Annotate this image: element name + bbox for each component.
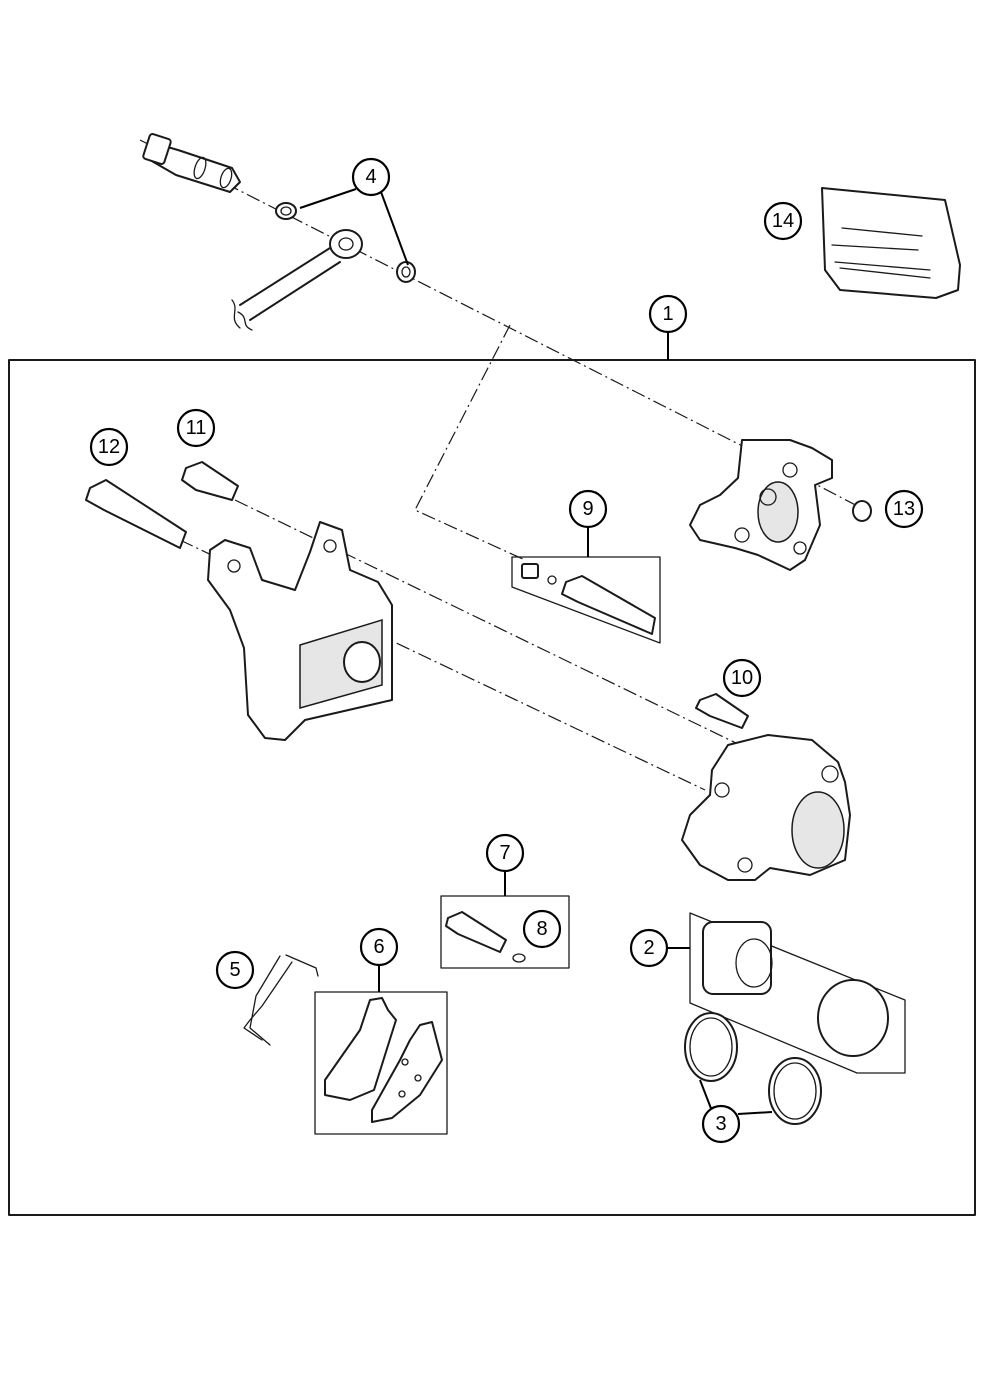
caliper-bracket [207,521,393,741]
callout-7: 7 [485,833,525,873]
callout-4: 4 [351,157,391,197]
pin-kit [511,556,661,644]
callout-11: 11 [176,408,216,448]
bracket-bolts [85,461,239,549]
caliper-half-upper [689,439,833,571]
callout-7-number: 7 [499,842,510,864]
pad-spring [243,954,319,1046]
callout-3: 3 [701,1104,741,1144]
label-sticker [821,187,961,299]
callout-11-number: 11 [186,417,207,439]
callout-6-number: 6 [373,936,384,958]
callout-6: 6 [359,927,399,967]
callout-12-number: 12 [98,436,120,458]
o-ring-washers [275,202,416,283]
callout-8: 8 [522,909,562,949]
caliper-main [681,734,851,881]
callout-13-number: 13 [893,498,915,520]
assembly-frame [8,359,976,1216]
callout-4-number: 4 [365,166,376,188]
callout-2: 2 [629,928,669,968]
callout-14-number: 14 [772,210,794,232]
callout-1-number: 1 [662,303,673,325]
callout-14: 14 [763,201,803,241]
caliper-o-ring [852,500,872,522]
callout-10: 10 [722,658,762,698]
brake-pads [314,991,448,1135]
piston-seals [684,1012,822,1125]
callout-10-number: 10 [731,667,753,689]
callout-9: 9 [568,489,608,529]
brake-hose-assembly [142,133,363,331]
bleeder-bolt [695,693,749,729]
callout-8-number: 8 [536,918,547,940]
pistons-kit [689,912,906,1074]
callout-3-number: 3 [715,1113,726,1135]
callout-9-number: 9 [582,498,593,520]
callout-2-number: 2 [643,937,654,959]
callout-5-number: 5 [229,959,240,981]
callout-leaders [299,188,773,1115]
callout-13: 13 [884,489,924,529]
callout-1: 1 [648,294,688,334]
callout-5: 5 [215,950,255,990]
callout-12: 12 [89,427,129,467]
